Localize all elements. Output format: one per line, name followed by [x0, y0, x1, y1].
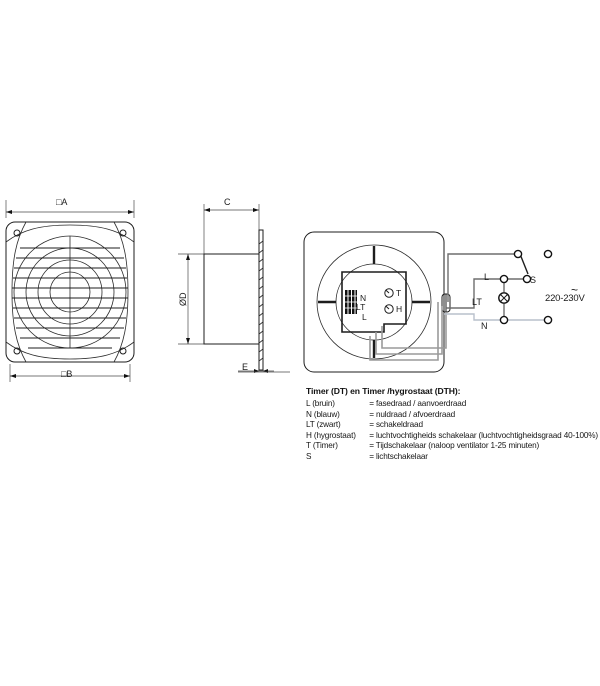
fan-spokes [318, 246, 430, 358]
wiring-diagram [296, 224, 600, 384]
legend-value: = luchtvochtigheids schakelaar (luchtvoc… [369, 430, 598, 440]
wire-lt-fan [375, 306, 443, 355]
legend-value: = fasedraad / aanvoerdraad [369, 399, 467, 408]
switch-label-s: S [530, 275, 537, 285]
legend-value: = lichtschakelaar [369, 451, 428, 461]
dimension-label-od: ØD [178, 292, 188, 307]
legend-key: LT (zwart) [306, 420, 341, 430]
louvers [12, 247, 128, 349]
supply-voltage-text: 220-230V [545, 293, 585, 304]
legend-heading: Timer (DT) en Timer /hygrostaat (DTH): [306, 386, 461, 396]
dimension-b [9, 364, 131, 382]
legend-row: N (blauw) = nuldraad / afvoerdraad [306, 410, 598, 421]
dimension-od [178, 253, 204, 345]
flange-hatching [258, 240, 264, 362]
legend-row: LT (zwart) = schakeldraad [306, 420, 598, 431]
terminal-label-l: L [362, 312, 367, 322]
terminal-label-n: N [360, 293, 367, 303]
supply-voltage-label: ~ 220-230V [545, 284, 585, 304]
wire-label-n: N [481, 321, 488, 331]
legend-value: = nuldraad / afvoerdraad [369, 409, 456, 419]
legend-row: H (hygrostaat) = luchtvochtigheids schak… [306, 431, 598, 442]
duct-outline [203, 253, 260, 345]
wire-line-l [447, 253, 518, 302]
wire-label-l: L [484, 272, 490, 282]
fan-body-outline [303, 231, 445, 373]
fan-housing-outline [5, 221, 135, 363]
legend-key: N (blauw) [306, 409, 340, 419]
legend-row: S = lichtschakelaar [306, 452, 598, 463]
dimension-label-c: C [224, 197, 231, 207]
side-view-svg [178, 204, 290, 373]
terminal-housing [341, 271, 407, 333]
node-lt-junction[interactable] [499, 274, 509, 284]
legend-block: Timer (DT) en Timer /hygrostaat (DTH): L… [306, 386, 598, 463]
lamp-symbol [498, 292, 510, 304]
dimension-label-a: □A [56, 197, 68, 207]
legend-key: H (hygrostaat) [306, 430, 356, 440]
dimension-a [5, 200, 135, 218]
side-view-fan [166, 196, 296, 386]
flange-plate [258, 229, 264, 371]
node-n-junction[interactable] [499, 315, 509, 325]
dimension-label-b: □B [61, 369, 73, 379]
dial-label-t: T [396, 288, 402, 298]
legend-key: L (bruin) [306, 399, 335, 408]
legend-value: = Tijdschakelaar (naloop ventilator 1-25… [369, 441, 540, 451]
switch-blade[interactable] [519, 253, 529, 275]
node-supply-l[interactable] [543, 249, 553, 259]
wiring-svg [303, 231, 553, 373]
dial-timer[interactable] [384, 288, 394, 298]
node-l-switch[interactable] [513, 249, 523, 259]
corner-screws [13, 229, 127, 355]
front-view-svg [5, 200, 135, 382]
legend-table: L (bruin) = fasedraad / aanvoerdraad N (… [306, 399, 598, 463]
dimension-label-e: E [242, 362, 249, 372]
legend-key: T (Timer) [306, 441, 338, 451]
wire-l-fan [381, 312, 447, 349]
wire-line-n [444, 313, 548, 321]
legend-row: L (bruin) = fasedraad / aanvoerdraad [306, 399, 598, 410]
terminal-label-lt: LT [356, 302, 366, 312]
dial-hygrostat[interactable] [384, 304, 394, 314]
wire-n-fan [369, 302, 439, 361]
wire-line-lt [446, 278, 504, 309]
node-supply-n[interactable] [543, 315, 553, 325]
terminal-block [345, 290, 357, 314]
dimension-c [203, 204, 260, 254]
node-switch-lt[interactable] [522, 274, 532, 284]
legend-row: T (Timer) = Tijdschakelaar (naloop venti… [306, 441, 598, 452]
front-view-fan [0, 196, 150, 386]
legend-key: S [306, 451, 312, 461]
wire-label-lt: LT [472, 297, 482, 307]
ac-symbol: ~ [571, 283, 578, 297]
dial-label-h: H [396, 304, 403, 314]
legend-value: = schakeldraad [369, 420, 423, 430]
cable-gland [441, 293, 451, 313]
fan-outer-ring [316, 244, 432, 360]
